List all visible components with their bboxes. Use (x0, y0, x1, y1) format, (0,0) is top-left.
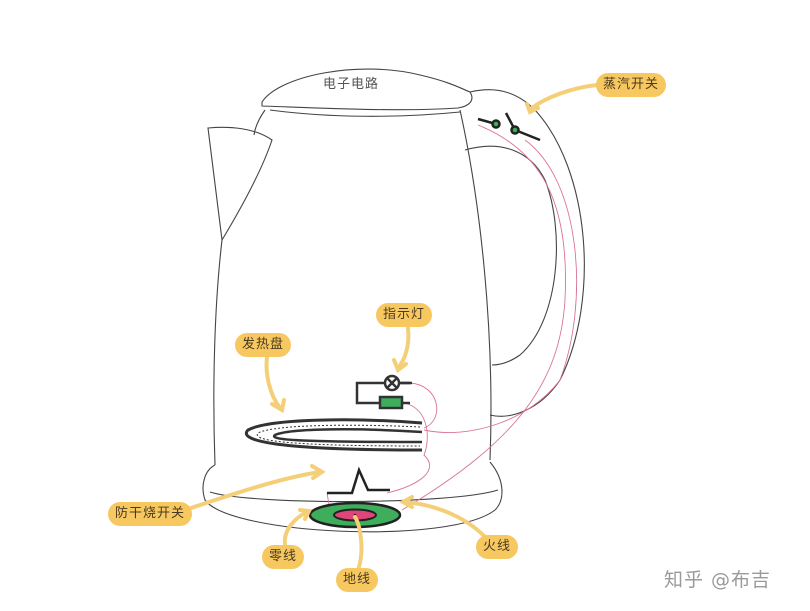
dry-burn-switch-symbol (327, 466, 390, 495)
label-neutral-wire: 零线 (262, 545, 305, 569)
label-indicator-light: 指示灯 (376, 303, 433, 327)
steam-switch-symbol (477, 112, 541, 142)
kettle-outline (202, 68, 585, 533)
label-dry-burn-switch: 防干烧开关 (108, 502, 193, 526)
label-ground-wire: 地线 (336, 568, 379, 592)
label-live-wire: 火线 (476, 535, 519, 559)
indicator-light-circuit (355, 374, 412, 410)
label-arrows (183, 83, 599, 572)
watermark: 知乎 @布吉 (664, 569, 772, 591)
lid-circuit-label: 电子电路 (323, 77, 380, 92)
heating-plate (244, 418, 423, 452)
label-heating-plate: 发热盘 (235, 333, 292, 357)
label-steam-switch: 蒸汽开关 (596, 73, 667, 97)
wires (326, 124, 578, 511)
